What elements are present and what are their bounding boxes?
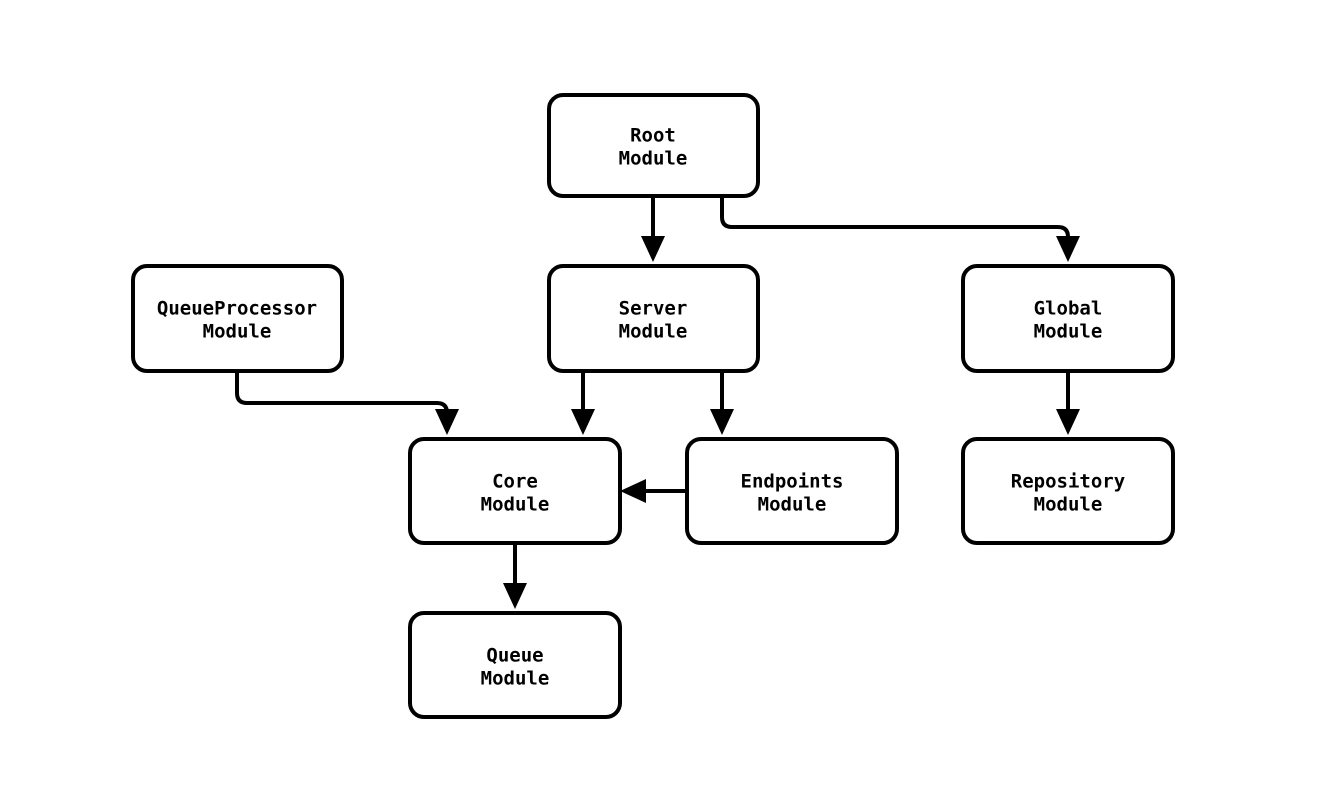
node-box[interactable] <box>685 437 899 545</box>
arrow-head-down <box>1056 409 1080 435</box>
node-label-line1: Endpoints <box>741 471 844 493</box>
nodes-layer: Root Module QueueProcessor Module Server… <box>131 93 1175 719</box>
node-box[interactable] <box>961 437 1175 545</box>
node-box[interactable] <box>131 264 344 373</box>
edge-root-to-global <box>720 196 1080 262</box>
node-label-line2: Module <box>619 321 688 343</box>
node-label-line1: Queue <box>486 645 543 667</box>
arrow-head-down <box>710 409 734 435</box>
edge-line <box>720 196 1070 243</box>
node-label-line1: Server <box>619 298 688 320</box>
node-queue-module[interactable]: Queue Module <box>408 611 622 719</box>
node-box[interactable] <box>408 611 622 719</box>
node-box[interactable] <box>961 264 1175 373</box>
node-server-module[interactable]: Server Module <box>547 264 760 373</box>
arrow-head-down <box>571 409 595 435</box>
node-label-line2: Module <box>619 148 688 170</box>
node-label-line1: QueueProcessor <box>157 298 317 320</box>
edges-layer <box>235 196 1080 609</box>
node-label-line1: Repository <box>1011 471 1125 493</box>
edge-root-to-server <box>641 196 665 262</box>
node-core-module[interactable]: Core Module <box>408 437 622 545</box>
node-box[interactable] <box>547 264 760 373</box>
node-label-line2: Module <box>481 494 550 516</box>
edge-line <box>235 371 449 416</box>
node-label-line2: Module <box>758 494 827 516</box>
node-label-line2: Module <box>1034 321 1103 343</box>
node-global-module[interactable]: Global Module <box>961 264 1175 373</box>
node-label-line1: Global <box>1034 298 1103 320</box>
node-repository-module[interactable]: Repository Module <box>961 437 1175 545</box>
node-queueprocessor-module[interactable]: QueueProcessor Module <box>131 264 344 373</box>
edge-server-to-core <box>571 371 595 435</box>
node-label-line1: Root <box>630 125 676 147</box>
arrow-head-down <box>503 583 527 609</box>
edge-core-to-queue <box>503 543 527 609</box>
node-label-line2: Module <box>1034 494 1103 516</box>
edge-server-to-endpoints <box>710 371 734 435</box>
arrow-head-down <box>641 236 665 262</box>
node-label-line1: Core <box>492 471 538 493</box>
node-box[interactable] <box>547 93 760 198</box>
arrow-head-down <box>1056 236 1080 262</box>
edge-endpoints-to-core <box>620 479 687 503</box>
edge-queueprocessor-to-core <box>235 371 459 435</box>
node-label-line2: Module <box>481 668 550 690</box>
node-box[interactable] <box>408 437 622 545</box>
node-label-line2: Module <box>203 321 272 343</box>
arrow-head-left <box>620 479 646 503</box>
node-endpoints-module[interactable]: Endpoints Module <box>685 437 899 545</box>
arrow-head-down <box>435 409 459 435</box>
edge-global-to-repository <box>1056 371 1080 435</box>
node-root-module[interactable]: Root Module <box>547 93 760 198</box>
